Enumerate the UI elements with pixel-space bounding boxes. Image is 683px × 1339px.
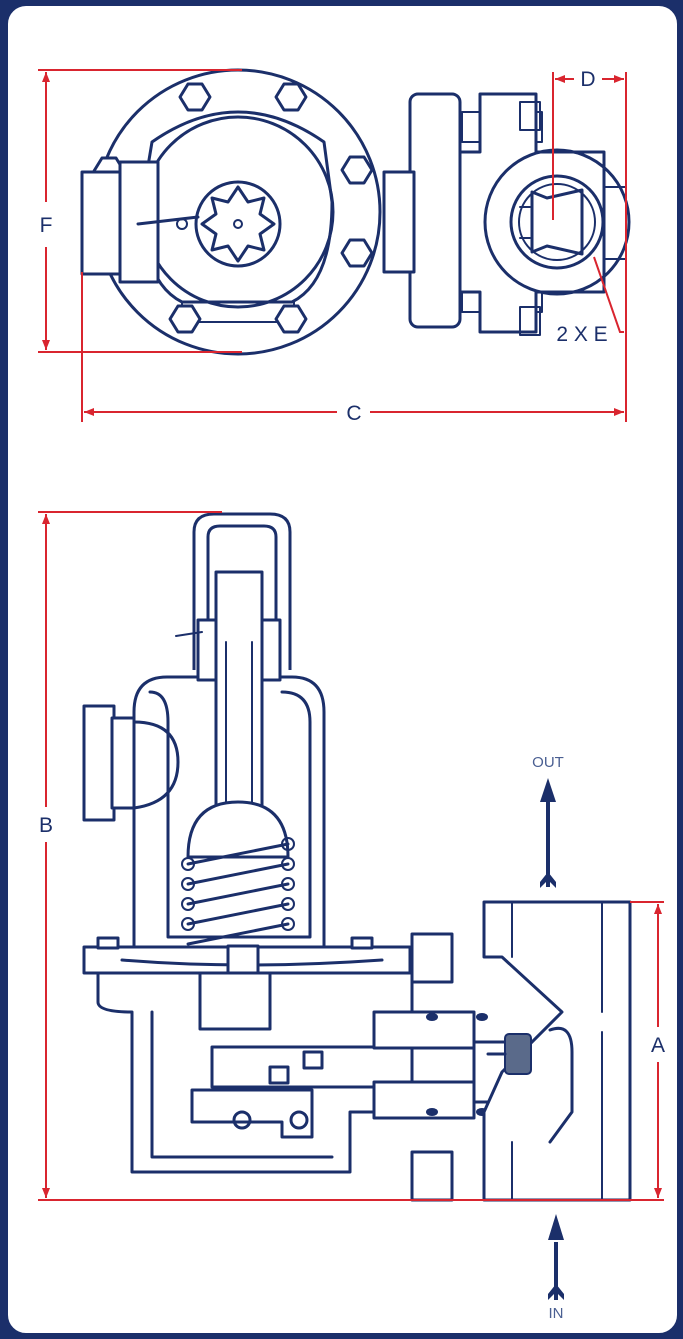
out-arrow-icon [540,778,556,888]
flow-label-in: IN [549,1305,564,1322]
side-vent [82,704,116,822]
side-dimensions [38,511,664,1201]
dimension-label-f: F [40,214,53,237]
dimension-label-d: D [580,68,595,91]
side-valve-seat [504,1033,532,1075]
diagram-card: D F C 2 X E [6,4,679,1335]
top-dimensions [38,69,627,422]
side-pipe-body [482,900,632,1202]
spring-icon [181,837,295,946]
top-pipe-bore [509,174,605,270]
side-view [82,512,632,1202]
top-body-flange [408,92,462,329]
side-stem [214,570,264,814]
top-pipe-socket [483,148,631,296]
dimension-label-e: 2 X E [556,323,607,346]
regulator-drawing: D F C 2 X E [38,68,665,1322]
top-body-neck [382,170,416,274]
dimension-label-a: A [651,1034,665,1057]
side-spring-seat [186,800,290,859]
in-arrow-icon [548,1214,564,1300]
side-lever [190,1088,314,1139]
side-orifice-upper [372,1010,476,1050]
dimension-label-c: C [346,402,361,425]
flow-label-out: OUT [532,754,564,771]
top-view [80,68,631,356]
top-valve-disc [530,188,584,256]
side-orifice-lower [372,1080,476,1120]
dimension-label-b: B [39,814,53,837]
adjusting-knob-icon [136,180,282,268]
top-vent [80,170,124,276]
